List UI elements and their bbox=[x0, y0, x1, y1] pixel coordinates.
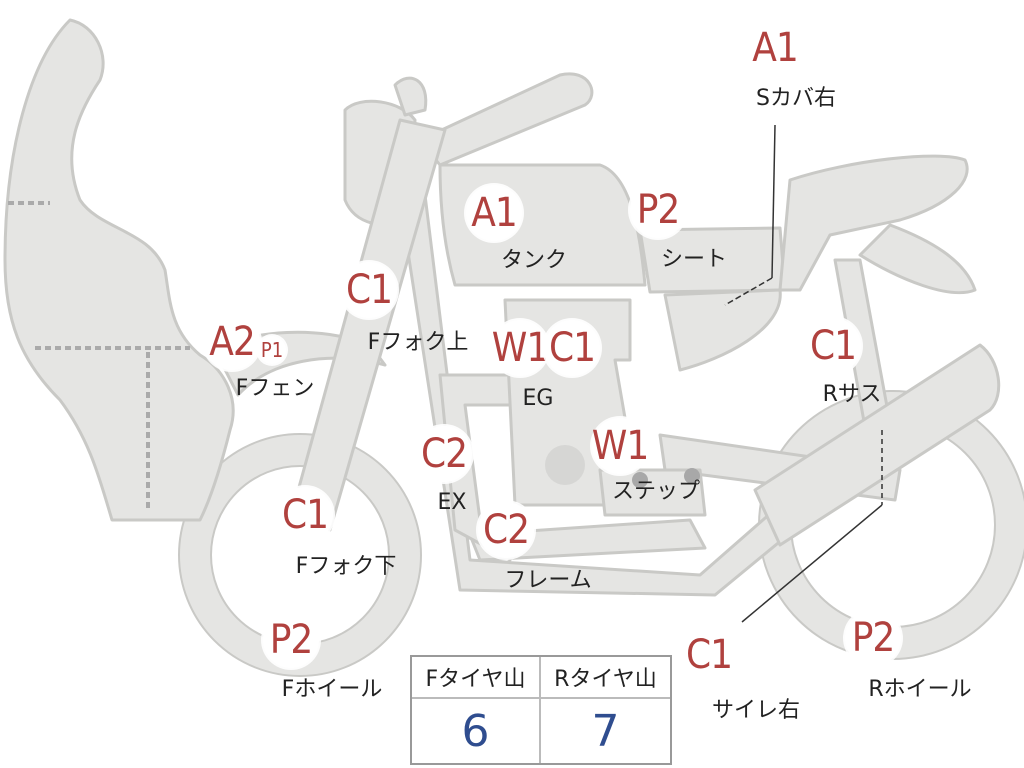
grade-badge-tank: A1 bbox=[466, 185, 522, 241]
grade-badge-exhaust: C2 bbox=[416, 426, 472, 482]
front-tire-tread-value: 6 bbox=[412, 699, 541, 763]
side-cover-shape bbox=[663, 288, 782, 372]
grade-badge-step: W1 bbox=[592, 418, 649, 474]
grade-badge-rear-wheel: P2 bbox=[845, 610, 901, 666]
silencer-shape bbox=[753, 343, 1001, 547]
fairing-shape bbox=[3, 18, 235, 522]
part-label-step: ステップ bbox=[611, 479, 701, 504]
grade-badge-seat: P2 bbox=[630, 182, 686, 238]
grade-badge-engine: W1 bbox=[492, 320, 549, 376]
grade-badge-front-fender: A2 bbox=[204, 314, 260, 370]
part-label-exhaust: EX bbox=[437, 490, 467, 515]
tire-tread-table: Fタイヤ山 Rタイヤ山 6 7 bbox=[410, 655, 672, 765]
grade-badge-front-fork-upper: C1 bbox=[341, 262, 397, 318]
part-label-rear-wheel: Rホイール bbox=[868, 677, 972, 702]
grade-badge-engine-extra: C1 bbox=[544, 320, 600, 376]
grade-badge-frame: C2 bbox=[478, 502, 534, 558]
grade-badge-front-fork-lower: C1 bbox=[277, 487, 333, 543]
part-label-engine: EG bbox=[522, 386, 554, 411]
part-label-rear-suspension: Rサス bbox=[822, 382, 882, 407]
part-label-front-wheel: Fホイール bbox=[281, 677, 383, 702]
step-shape bbox=[598, 468, 707, 517]
grade-badge-rear-suspension: C1 bbox=[805, 318, 861, 374]
grade-badge-front-wheel: P2 bbox=[263, 612, 319, 668]
handlebar-shape bbox=[418, 72, 594, 167]
grade-badge-front-fender-extra: P1 bbox=[258, 336, 286, 364]
part-label-seat: シート bbox=[660, 247, 728, 272]
grade-badge-s-cover-right: A1 bbox=[747, 20, 803, 76]
rear-tire-tread-header: Rタイヤ山 bbox=[541, 657, 670, 699]
front-fork-shape bbox=[288, 118, 447, 532]
rear-tire-tread-value: 7 bbox=[591, 705, 620, 757]
part-label-s-cover-right: Sカバ右 bbox=[756, 86, 836, 111]
front-tire-tread-header: Fタイヤ山 bbox=[412, 657, 541, 699]
tail-shape bbox=[778, 154, 969, 292]
part-label-front-fender: Fフェン bbox=[235, 376, 315, 401]
grade-badge-silencer-right: C1 bbox=[681, 627, 737, 683]
part-label-front-fork-upper: Fフォク上 bbox=[367, 330, 469, 355]
part-label-silencer-right: サイレ右 bbox=[711, 698, 801, 723]
part-label-frame: フレーム bbox=[504, 568, 592, 593]
part-label-tank: タンク bbox=[500, 248, 568, 273]
part-label-front-fork-lower: Fフォク下 bbox=[295, 554, 397, 579]
